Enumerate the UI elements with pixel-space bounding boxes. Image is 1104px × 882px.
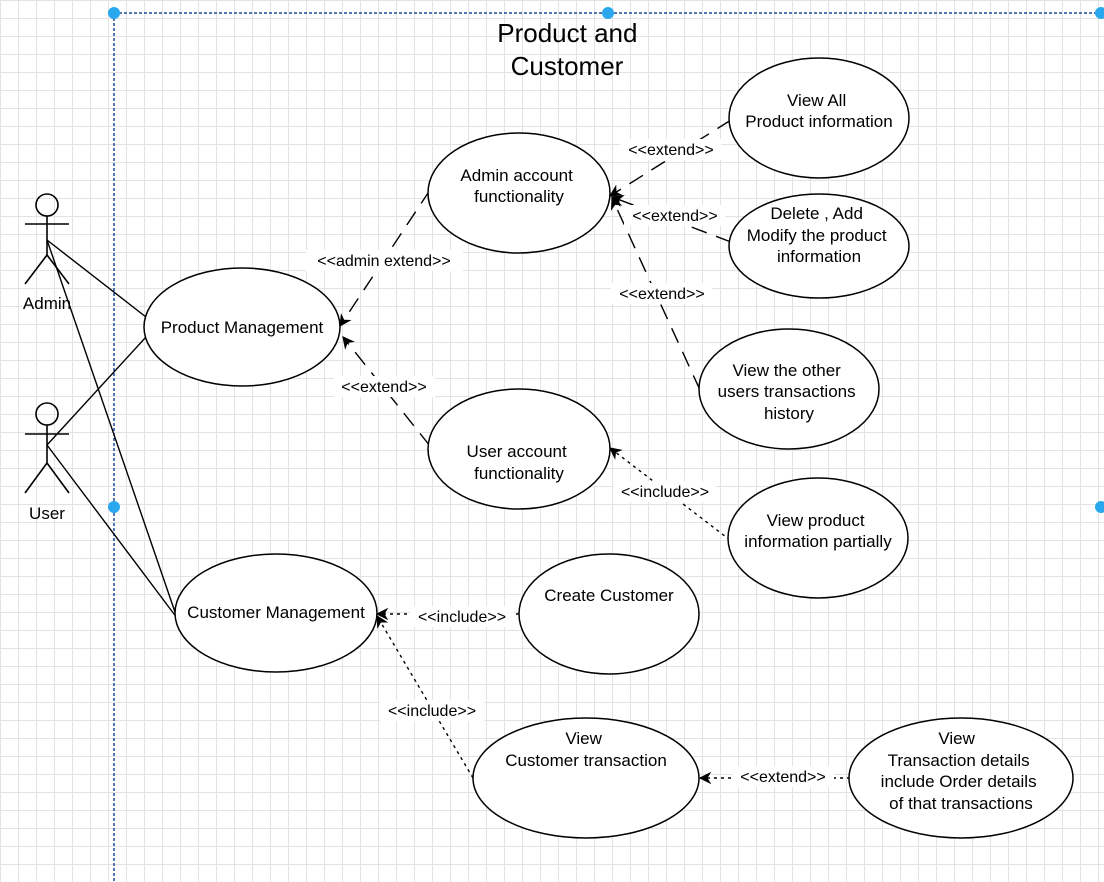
use-case-label: View product information partially [744, 511, 892, 551]
use-case-view-product-information-partially[interactable]: View product information partially [727, 477, 909, 599]
use-case-product-management[interactable]: Product Management [143, 267, 341, 387]
admin-extend-label: <<admin extend>> [317, 253, 450, 270]
user-extend-label: <<extend>> [341, 379, 426, 396]
selection-handle-top-left[interactable] [108, 7, 120, 19]
use-case-label: View Transaction details include Order d… [881, 729, 1042, 813]
view-all-extend-connector [608, 119, 732, 197]
use-case-label: View All Product information [745, 91, 892, 131]
relationship-labels: <<admin extend>> <<extend>> <<extend>> <… [306, 139, 834, 787]
admin-head [35, 193, 59, 217]
user-product-association [46, 336, 147, 446]
use-case-view-transaction-details[interactable]: View Transaction details include Order d… [848, 717, 1074, 839]
use-case-label: Customer Management [187, 603, 365, 622]
delete-extend-label: <<extend>> [632, 208, 717, 225]
user-actor[interactable]: User [24, 402, 70, 523]
admin-actor[interactable]: Admin [23, 193, 71, 313]
view-customer-tx-include-connector [376, 614, 474, 779]
use-case-view-other-users-transactions[interactable]: View the other users transactions histor… [698, 328, 880, 450]
view-all-extend-label: <<extend>> [628, 142, 713, 159]
admin-customer-association [46, 239, 176, 613]
user-head [35, 402, 59, 426]
use-case-delete-add-modify-product[interactable]: Delete , Add Modify the product informat… [728, 193, 910, 299]
user-customer-association [46, 444, 178, 619]
system-title: Product and Customer [497, 18, 644, 81]
use-case-view-customer-transaction[interactable]: View Customer transaction [472, 717, 700, 839]
user-left-leg [24, 462, 48, 494]
use-case-create-customer[interactable]: Create Customer [518, 553, 700, 675]
user-extend-connector [342, 336, 431, 447]
selection-handle-middle-right[interactable] [1095, 501, 1104, 513]
view-partial-include-label: <<include>> [621, 484, 709, 501]
selection-handle-top-center[interactable] [602, 7, 614, 19]
admin-left-leg [24, 254, 48, 285]
tx-details-extend-label: <<extend>> [740, 769, 825, 786]
selection-handle-middle-left[interactable] [108, 501, 120, 513]
use-case-label: View the other users transactions histor… [718, 361, 861, 423]
use-case-label: Create Customer [544, 586, 674, 605]
user-right-leg [46, 462, 70, 494]
admin-label: Admin [23, 294, 71, 313]
use-case-label: Admin account functionality [460, 166, 577, 206]
admin-right-leg [46, 254, 70, 285]
actor-associations [46, 239, 178, 619]
create-customer-include-label: <<include>> [418, 609, 506, 626]
selection-handle-top-right[interactable] [1095, 7, 1104, 19]
use-case-label: Delete , Add Modify the product informat… [747, 204, 892, 266]
view-partial-include-connector [609, 447, 731, 541]
user-label: User [29, 504, 65, 523]
use-case-customer-management[interactable]: Customer Management [174, 553, 378, 673]
selection-handles[interactable] [108, 7, 1104, 513]
view-customer-tx-include-label: <<include>> [388, 703, 476, 720]
use-case-admin-account-functionality[interactable]: Admin account functionality [427, 132, 611, 254]
use-case-label: View Customer transaction [505, 729, 667, 770]
use-case-user-account-functionality[interactable]: User account functionality [427, 388, 611, 510]
use-case-label: User account functionality [467, 442, 572, 483]
admin-product-association [46, 239, 147, 318]
use-case-view-all-product-information[interactable]: View All Product information [728, 57, 910, 179]
view-other-extend-label: <<extend>> [619, 286, 704, 303]
use-case-label: Product Management [161, 318, 324, 337]
